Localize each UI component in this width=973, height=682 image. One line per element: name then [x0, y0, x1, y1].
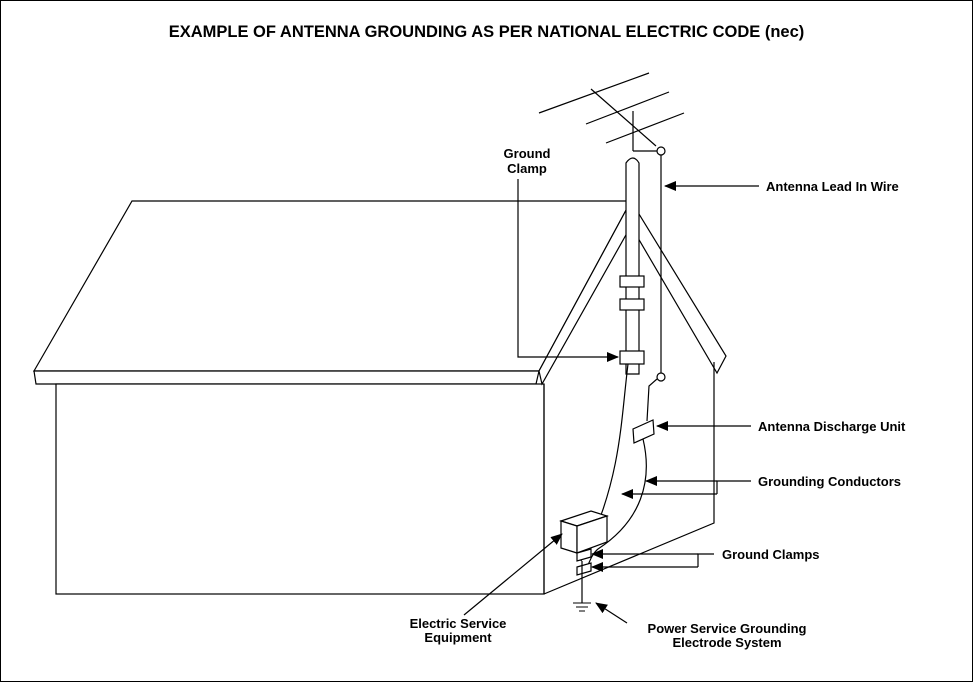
grounding-conductors-leader: [716, 480, 751, 494]
ground-clamps-label: Ground Clamps: [722, 547, 820, 562]
ground-clamp-lower: [576, 562, 592, 576]
electric-service-leader: [463, 533, 563, 616]
electric-service-label-line1: Electric Service: [410, 616, 507, 631]
wall-standoff: [656, 372, 666, 382]
house-front-wall: [55, 383, 545, 595]
mast-strap-2: [619, 298, 645, 311]
mast-strap-1: [619, 275, 645, 288]
house-eave: [33, 370, 540, 385]
power-service-label-line2: Electrode System: [672, 635, 781, 650]
power-service-leader: [595, 602, 628, 624]
antenna-discharge-unit-label: Antenna Discharge Unit: [758, 419, 906, 434]
house-side-wall: [543, 362, 715, 595]
power-service-label-line1: Power Service Grounding: [648, 621, 807, 636]
diagram-title: EXAMPLE OF ANTENNA GROUNDING AS PER NATI…: [168, 23, 805, 41]
ground-clamp-label-line2: Clamp: [507, 161, 547, 176]
grounding-conductor-2: [586, 438, 647, 570]
house-roof-left: [32, 200, 633, 372]
ground-clamps-leader: [697, 553, 714, 567]
electric-service-label-line2: Equipment: [424, 630, 492, 645]
grounding-conductors-label: Grounding Conductors: [758, 474, 901, 489]
electric-service-equipment-box: [559, 510, 609, 554]
lead-in-to-discharge: [646, 378, 658, 422]
antenna-lead-in-wire-label: Antenna Lead In Wire: [766, 179, 899, 194]
antenna-standoff: [656, 146, 666, 156]
house: [32, 199, 727, 595]
ground-clamp-leader: [517, 179, 619, 362]
ground-clamp-label-line1: Ground: [504, 146, 551, 161]
antenna-mast: [625, 157, 640, 375]
earth-ground-icon: [573, 602, 591, 612]
antenna: [538, 72, 685, 156]
ground-clamp-mast: [619, 350, 645, 365]
antenna-discharge-unit: [632, 419, 655, 444]
